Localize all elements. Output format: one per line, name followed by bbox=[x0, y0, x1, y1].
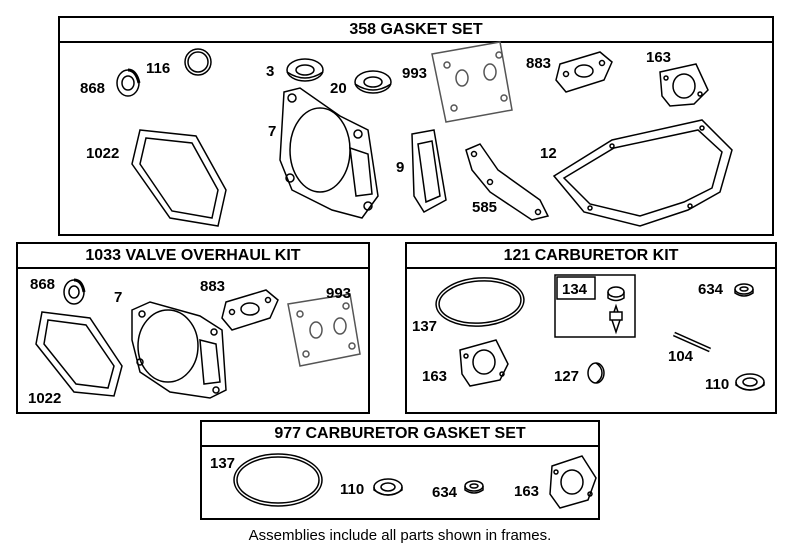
frame-title-valve-overhaul-kit: 1033 VALVE OVERHAUL KIT bbox=[18, 244, 368, 269]
frame-valve-overhaul-kit: 1033 VALVE OVERHAUL KIT bbox=[16, 242, 370, 414]
frame-carburetor-kit: 121 CARBURETOR KIT bbox=[405, 242, 777, 414]
frame-title-gasket-set: 358 GASKET SET bbox=[60, 18, 772, 43]
frame-title-carburetor-kit: 121 CARBURETOR KIT bbox=[407, 244, 775, 269]
footer-note: Assemblies include all parts shown in fr… bbox=[248, 527, 552, 544]
frame-carburetor-gasket-set: 977 CARBURETOR GASKET SET bbox=[200, 420, 600, 520]
frame-gasket-set: 358 GASKET SET bbox=[58, 16, 774, 236]
frame-title-carburetor-gasket-set: 977 CARBURETOR GASKET SET bbox=[202, 422, 598, 447]
